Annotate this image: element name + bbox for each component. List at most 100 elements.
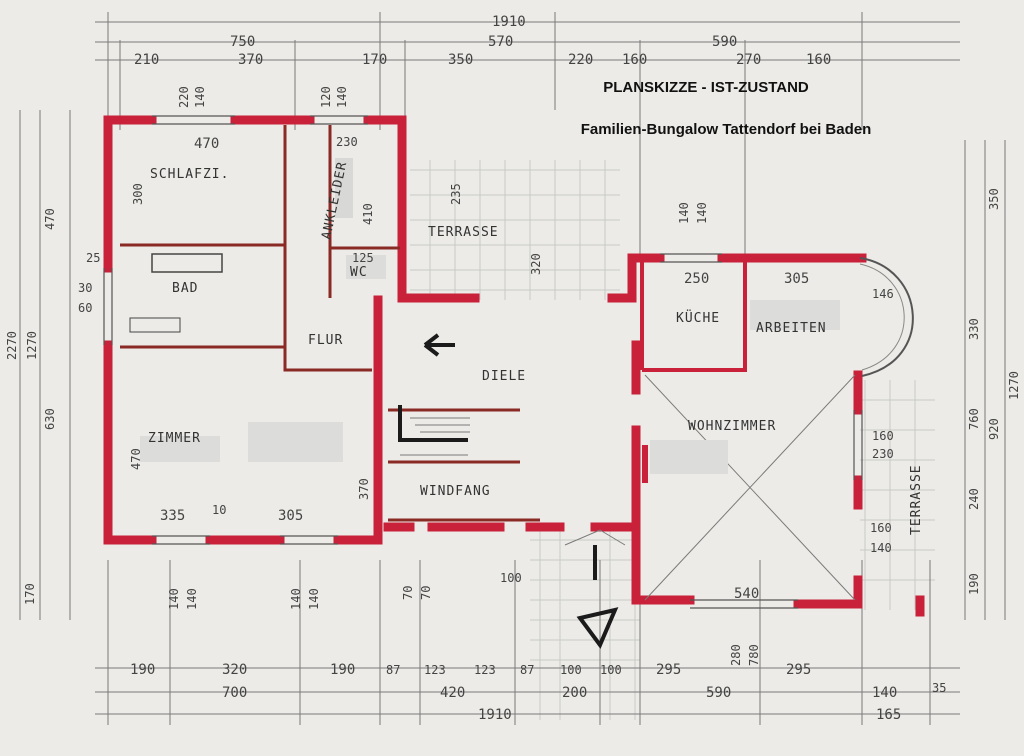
dim-bottom-295b: 295 <box>786 662 811 678</box>
dim-top-750: 750 <box>230 34 255 50</box>
terrace-grid-north <box>410 160 620 300</box>
dim-ankl-top-120: 120 <box>319 86 333 108</box>
room-label-schlafzi: SCHLAFZI. <box>150 167 229 182</box>
entrance-arrow <box>564 529 626 649</box>
dim-bottom-780: 780 <box>747 644 761 666</box>
dim-left-470: 470 <box>43 208 57 230</box>
dim-bottom-123b: 123 <box>474 663 496 677</box>
room-label-wc: WC <box>350 265 368 280</box>
dim-bottom-540: 540 <box>734 586 759 602</box>
dim-lower-140b: 140 <box>185 588 199 610</box>
terrace-grid-east <box>860 380 935 610</box>
dim-windfang-height: 370 <box>357 478 371 500</box>
dim-ankl-top-140: 140 <box>193 86 207 108</box>
dim-top-160b: 160 <box>806 52 831 68</box>
dim-top-270: 270 <box>736 52 761 68</box>
dim-right-240: 240 <box>967 488 981 510</box>
dim-left-30: 30 <box>78 281 92 295</box>
dimension-lines <box>19 12 1006 725</box>
room-label-wohnzimmer: WOHNZIMMER <box>688 419 776 434</box>
dim-lower-100: 100 <box>500 571 522 585</box>
dim-bottom-295a: 295 <box>656 662 681 678</box>
dim-east-140: 140 <box>870 541 892 555</box>
windows <box>103 115 863 609</box>
dim-right-350: 350 <box>987 188 1001 210</box>
room-label-arbeiten: ARBEITEN <box>756 321 827 336</box>
dim-zimmer-mid: 10 <box>212 503 226 517</box>
dim-top-160a: 160 <box>622 52 647 68</box>
dim-kue-top-140a: 140 <box>677 202 691 224</box>
dim-kue-top-140b: 140 <box>695 202 709 224</box>
dim-zimmer-width-2: 305 <box>278 508 303 524</box>
dim-left-2270: 2270 <box>5 331 19 360</box>
dim-ankleider-height: 410 <box>361 203 375 225</box>
dim-east-160b: 160 <box>870 521 892 535</box>
dim-bottom-87b: 87 <box>520 663 534 677</box>
dim-right-190: 190 <box>967 573 981 595</box>
dim-ankl-top-140b: 140 <box>335 86 349 108</box>
room-label-flur: FLUR <box>308 333 343 348</box>
dim-bottom-35: 35 <box>932 681 946 695</box>
dim-bottom-140: 140 <box>872 685 897 701</box>
dim-schlafzi-height: 300 <box>131 183 145 205</box>
dim-top-total: 1910 <box>492 14 526 30</box>
dim-left-630: 630 <box>43 408 57 430</box>
dim-east-160a: 160 <box>872 429 894 443</box>
dim-lower-140c: 140 <box>289 588 303 610</box>
dim-bottom-320: 320 <box>222 662 247 678</box>
dim-bottom-280: 280 <box>729 644 743 666</box>
room-label-kueche: KÜCHE <box>676 309 720 326</box>
plan-title: PLANSKIZZE - IST-ZUSTAND <box>603 79 809 96</box>
dim-right-1270: 1270 <box>1007 371 1021 400</box>
room-label-bad: BAD <box>172 281 198 296</box>
dim-right-330: 330 <box>967 318 981 340</box>
bay-window-curve-inner <box>859 263 905 371</box>
room-label-windfang: WINDFANG <box>420 484 491 499</box>
sink-fixture <box>129 317 181 333</box>
dim-top-590: 590 <box>712 34 737 50</box>
dim-top-220: 220 <box>568 52 593 68</box>
room-label-zimmer: ZIMMER <box>148 431 201 446</box>
dim-top-350: 350 <box>448 52 473 68</box>
dim-ankleider-width: 230 <box>336 135 358 149</box>
dim-bottom-700: 700 <box>222 685 247 701</box>
dim-east-230: 230 <box>872 447 894 461</box>
dim-wc-width: 125 <box>352 251 374 265</box>
dim-arbeiten-radius: 146 <box>872 287 894 301</box>
entry-steps <box>530 530 640 720</box>
dim-lower-140d: 140 <box>307 588 321 610</box>
dim-kueche-width: 250 <box>684 271 709 287</box>
dim-bottom-1910: 1910 <box>478 707 512 723</box>
dim-top-210: 210 <box>134 52 159 68</box>
dim-top-170: 170 <box>362 52 387 68</box>
dim-bottom-87a: 87 <box>386 663 400 677</box>
interior-walls <box>120 125 540 522</box>
dim-left-1270: 1270 <box>25 331 39 360</box>
room-label-terrasse-east: TERRASSE <box>909 464 924 535</box>
dim-right-760: 760 <box>967 408 981 430</box>
dim-ankl-top-220: 220 <box>177 86 191 108</box>
exterior-walls <box>103 115 925 617</box>
dim-bottom-200: 200 <box>562 685 587 701</box>
dim-top-570: 570 <box>488 34 513 50</box>
dim-terrasse-height: 235 <box>449 183 463 205</box>
dim-bottom-100a: 100 <box>560 663 582 677</box>
room-label-terrasse-north: TERRASSE <box>428 225 499 240</box>
dim-zimmer-height: 470 <box>129 448 143 470</box>
dim-arbeiten-width: 305 <box>784 271 809 287</box>
bath-fixture <box>151 253 223 273</box>
dim-small-25: 25 <box>86 251 100 265</box>
dim-bottom-100b: 100 <box>600 663 622 677</box>
dim-zimmer-width-1: 335 <box>160 508 185 524</box>
stairs <box>398 333 470 456</box>
dim-bottom-123a: 123 <box>424 663 446 677</box>
dim-bottom-190b: 190 <box>330 662 355 678</box>
dim-diele-height: 320 <box>529 253 543 275</box>
bay-window-curve <box>859 257 914 377</box>
kitchen-walls <box>640 262 747 372</box>
dim-bottom-590: 590 <box>706 685 731 701</box>
blurred-patches <box>140 158 840 474</box>
dim-right-920: 920 <box>987 418 1001 440</box>
dim-lower-70a: 70 <box>401 586 415 600</box>
